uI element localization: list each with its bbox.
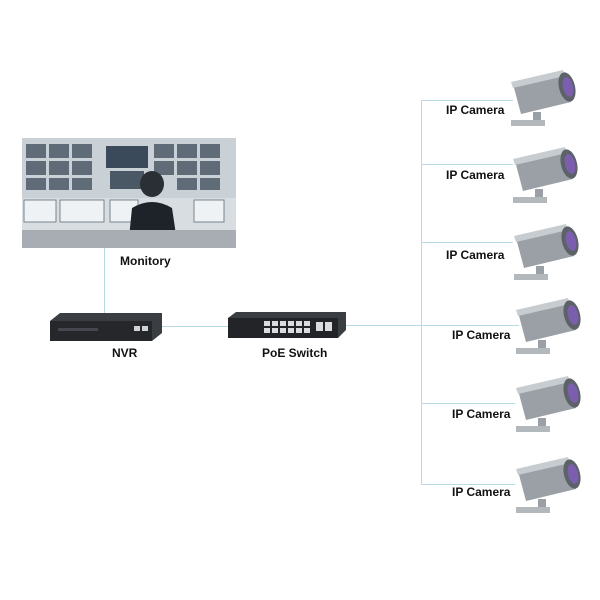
ip-camera-icon — [511, 70, 576, 126]
branch-line-6 — [421, 484, 515, 485]
ip-camera-label-3: IP Camera — [446, 248, 505, 262]
branch-line-5 — [421, 403, 515, 404]
ip-camera-icon — [514, 224, 579, 280]
switch-to-trunk-line — [346, 325, 422, 326]
ip-camera-label-1: IP Camera — [446, 103, 505, 117]
monitor-label: Monitory — [120, 254, 171, 268]
ip-camera-label-4: IP Camera — [452, 328, 511, 342]
switch-label: PoE Switch — [262, 346, 328, 360]
ip-camera-label-6: IP Camera — [452, 485, 511, 499]
monitoring-room-image — [22, 138, 236, 248]
ip-camera-icon — [516, 298, 581, 354]
branch-line-3 — [421, 242, 513, 243]
ip-camera-icon — [516, 376, 581, 432]
ip-camera-label-5: IP Camera — [452, 407, 511, 421]
monitor-to-nvr-line — [104, 248, 105, 313]
branch-line-4 — [421, 325, 519, 326]
ip-camera-icon — [513, 147, 578, 203]
nvr-device — [50, 313, 162, 341]
nvr-to-switch-line — [162, 326, 228, 327]
nvr-label: NVR — [112, 346, 138, 360]
poe-switch-device — [228, 312, 346, 338]
branch-line-1 — [421, 100, 513, 101]
camera-trunk-line — [421, 100, 422, 485]
ip-camera-icon — [516, 457, 581, 513]
ip-camera-label-2: IP Camera — [446, 168, 505, 182]
branch-line-2 — [421, 164, 513, 165]
